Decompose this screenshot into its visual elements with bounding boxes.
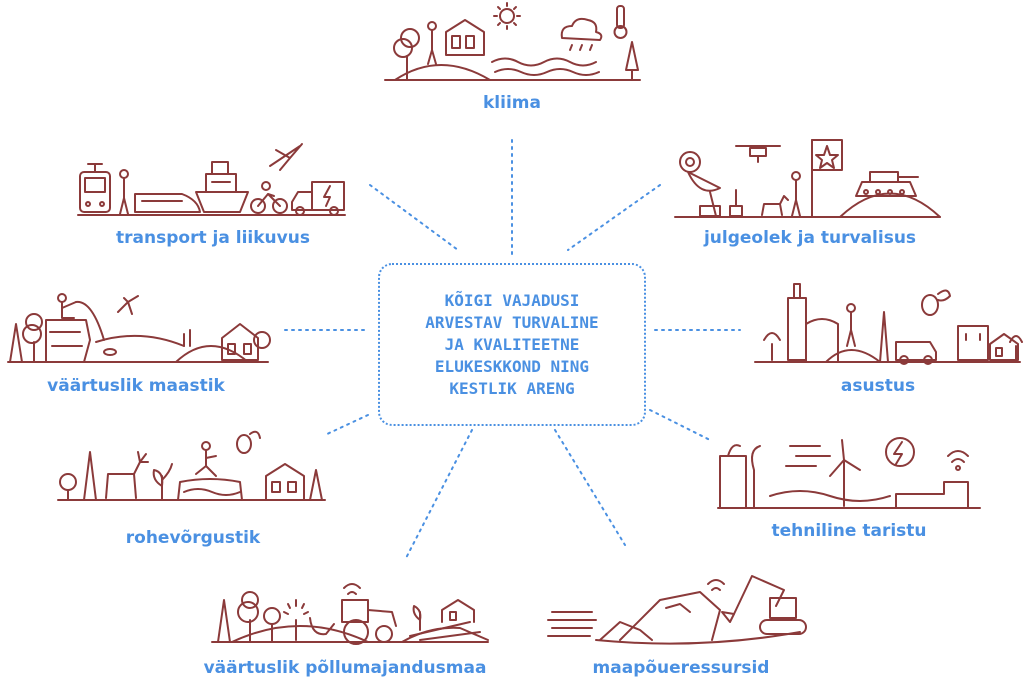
cloud-icon — [560, 17, 603, 51]
tree-icon — [83, 451, 97, 501]
central-goal-line: JA KVALITEETNE — [444, 334, 580, 354]
tree-icon — [309, 469, 323, 501]
person-icon — [57, 293, 77, 319]
tree-icon — [9, 323, 23, 363]
person-icon — [791, 171, 801, 217]
central-goal-line: ARVESTAV TURVALINE — [425, 312, 599, 332]
house-icon — [221, 323, 259, 361]
thermometer-icon — [613, 5, 628, 39]
van-icon — [895, 341, 937, 365]
person-icon — [427, 21, 437, 65]
pollumaa-illustration: väärtuslik põllumajandusmaa — [204, 583, 489, 678]
person-icon — [195, 441, 217, 477]
connector-maapoue — [554, 429, 626, 546]
topic-label-asustus: asustus — [841, 376, 915, 396]
topic-label-kliima: kliima — [483, 93, 541, 113]
tree-icon — [59, 473, 77, 501]
julgeolek-illustration: julgeolek ja turvalisus — [674, 139, 941, 248]
central-goal-text: KÕIGI VAJADUSI ARVESTAV TURVALINE JA KVA… — [425, 290, 598, 400]
sun-icon — [493, 2, 521, 30]
bee-icon — [236, 430, 261, 454]
dog-icon — [761, 195, 789, 216]
truck-icon — [291, 181, 345, 216]
connector-julgeolek — [567, 184, 661, 251]
wind-turbine-icon — [829, 439, 861, 507]
tank-icon — [855, 171, 919, 197]
person-icon — [846, 303, 856, 347]
connector-taristu — [649, 409, 711, 441]
topic-label-pollumaa: väärtuslik põllumajandusmaa — [204, 658, 487, 678]
sprinkler-icon — [283, 599, 309, 641]
fishing-rod — [75, 300, 105, 341]
connector-rohevorgustik — [324, 414, 369, 436]
train-icon — [79, 163, 111, 213]
plane-icon — [269, 143, 303, 171]
tree-icon — [22, 313, 43, 363]
topic-label-transport: transport ja liikuvus — [116, 228, 310, 248]
topic-label-julgeolek: julgeolek ja turvalisus — [703, 228, 916, 248]
tree-icon — [263, 607, 281, 643]
wifi-icon — [343, 583, 361, 595]
tree-icon — [217, 599, 231, 643]
rock-layers — [547, 611, 597, 637]
house-icon — [441, 599, 475, 623]
house-icon — [265, 463, 305, 501]
satellite-dish-icon — [679, 151, 721, 217]
tree-icon — [1009, 335, 1023, 361]
kliima-illustration: kliima — [384, 2, 641, 113]
cyclist-icon — [250, 181, 288, 214]
high-speed-train — [134, 193, 201, 213]
rock-cliff — [45, 319, 91, 363]
central-goal-box: KÕIGI VAJADUSI ARVESTAV TURVALINE JA KVA… — [378, 263, 646, 426]
asustus-illustration: asustus — [754, 283, 1023, 396]
connector-transport — [369, 184, 459, 251]
tree-icon — [393, 28, 420, 81]
wifi-icon — [707, 579, 725, 591]
industrial-building — [787, 297, 807, 361]
wind-lines — [785, 445, 831, 467]
maapoue-illustration: maapõueressursid — [547, 575, 807, 678]
ship-icon — [195, 161, 249, 213]
central-goal-line: ELUKESKKOND NING — [434, 356, 590, 376]
bee-icon — [921, 289, 951, 316]
topic-label-rohevorgustik: rohevõrgustik — [126, 528, 261, 548]
wifi-icon — [947, 450, 969, 471]
rohevorgustik-illustration: rohevõrgustik — [57, 430, 326, 548]
person-icon — [119, 169, 129, 215]
chimney-building — [719, 455, 747, 509]
central-goal-line: KESTLIK ARENG — [449, 378, 575, 398]
bolt-icon — [885, 437, 915, 467]
topic-label-maapoue: maapõueressursid — [593, 658, 770, 678]
connectors — [284, 139, 741, 561]
flag-icon — [811, 139, 843, 217]
tree-icon — [879, 311, 889, 363]
apartment-building — [957, 325, 989, 361]
sprout-icon — [152, 463, 173, 501]
excavator-icon — [721, 575, 807, 635]
taristu-illustration: tehniline taristu — [717, 437, 981, 541]
tree-icon — [625, 41, 639, 81]
central-goal-line: KÕIGI VAJADUSI — [444, 290, 580, 310]
connector-pollumaa — [404, 429, 473, 561]
tree-icon — [763, 332, 781, 361]
sprout-icon — [412, 605, 422, 631]
maastik-illustration: väärtuslik maastik — [7, 293, 271, 396]
topic-label-maastik: väärtuslik maastik — [47, 376, 225, 396]
drone-icon — [735, 145, 781, 163]
transport-illustration: transport ja liikuvus — [77, 143, 346, 248]
deer-icon — [105, 451, 149, 499]
rocks-icon — [619, 591, 721, 641]
pipeline — [895, 481, 969, 509]
tractor-icon — [341, 599, 397, 645]
tree-icon — [237, 591, 259, 643]
topic-label-taristu: tehniline taristu — [771, 521, 926, 541]
house-icon — [445, 19, 485, 56]
